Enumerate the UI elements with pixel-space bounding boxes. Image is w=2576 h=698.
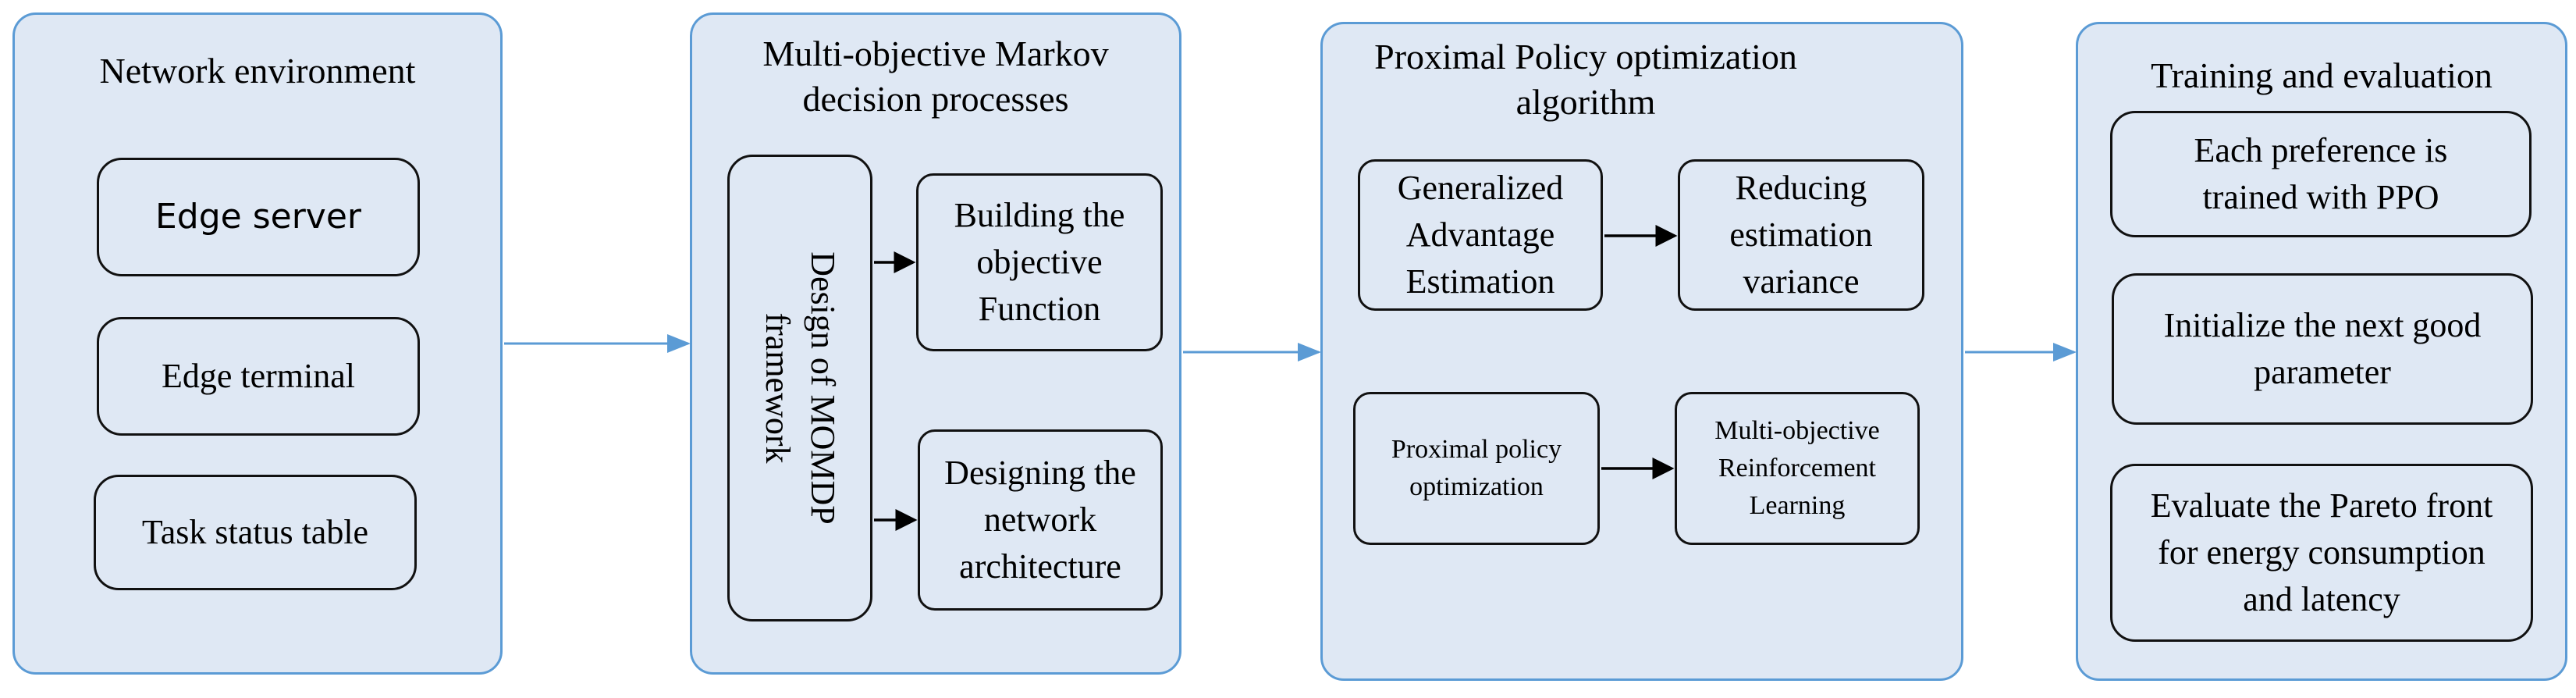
gae-line-1: Generalized [1397,169,1564,207]
pareto-front-line-1: Evaluate the Pareto front [2150,486,2493,525]
objective-function-line-1: Building the [954,196,1125,234]
gae-line-3: Estimation [1405,262,1555,301]
network-architecture-line-1: Designing the [944,454,1136,492]
momdp-framework-label: Design of MOMDP framework [755,154,845,622]
training-evaluation-title: Training and evaluation [2151,55,2493,95]
ppo-title-line-2: algorithm [1515,82,1656,122]
network-environment-title: Network environment [99,51,416,91]
reducing-variance-line-1: Reducing [1735,169,1867,207]
momdp-title-line-2: decision processes [802,79,1069,119]
ppo-title: Proximal Policy optimization algorithm [1320,34,1851,125]
preference-training-line-2: trained with PPO [2202,178,2439,216]
initialize-parameter-box: Initialize the next good parameter [2112,273,2533,425]
morl-box: Multi-objective Reinforcement Learning [1675,392,1920,545]
initialize-parameter-line-1: Initialize the next good [2163,306,2482,344]
ppo-title-line-1: Proximal Policy optimization [1374,37,1797,77]
morl-line-1: Multi-objective [1714,416,1880,445]
momdp-panel [690,12,1181,675]
network-architecture-line-2: network [983,500,1097,539]
reducing-variance-line-3: variance [1743,262,1860,301]
preference-training-line-1: Each preference is [2194,131,2448,169]
edge-terminal-box: Edge terminal [97,317,420,436]
momdp-framework-line-2: framework [759,312,797,464]
initialize-parameter-line-2: parameter [2254,353,2391,391]
morl-line-3: Learning [1749,491,1846,520]
pareto-front-line-2: for energy consumption [2158,533,2485,572]
proximal-policy-line-2: optimization [1409,472,1544,501]
network-architecture-line-3: architecture [959,547,1121,586]
reducing-variance-line-2: estimation [1729,215,1873,254]
objective-function-line-2: objective [976,243,1103,281]
ppo-panel [1320,22,1963,681]
momdp-framework-box [727,155,872,621]
reducing-variance-box: Reducing estimation variance [1678,159,1924,311]
objective-function-box: Building the objective Function [916,173,1163,351]
gae-line-2: Advantage [1405,215,1555,254]
edge-server-box: Edge server [97,158,420,276]
preference-training-box: Each preference is trained with PPO [2110,111,2532,237]
objective-function-line-3: Function [978,290,1101,328]
momdp-title: Multi-objective Markov decision processe… [690,31,1181,122]
network-architecture-box: Designing the network architecture [918,429,1163,611]
pareto-front-line-3: and latency [2243,580,2400,618]
momdp-framework-line-1: Design of MOMDP [804,251,842,525]
training-evaluation-panel [2076,22,2567,681]
gae-box: Generalized Advantage Estimation [1358,159,1603,311]
proximal-policy-optimization-box: Proximal policy optimization [1353,392,1600,545]
momdp-title-line-1: Multi-objective Markov [762,34,1109,73]
task-status-table-box: Task status table [94,475,417,590]
proximal-policy-line-1: Proximal policy [1391,435,1562,464]
morl-line-2: Reinforcement [1718,454,1876,483]
pareto-front-box: Evaluate the Pareto front for energy con… [2110,464,2533,642]
